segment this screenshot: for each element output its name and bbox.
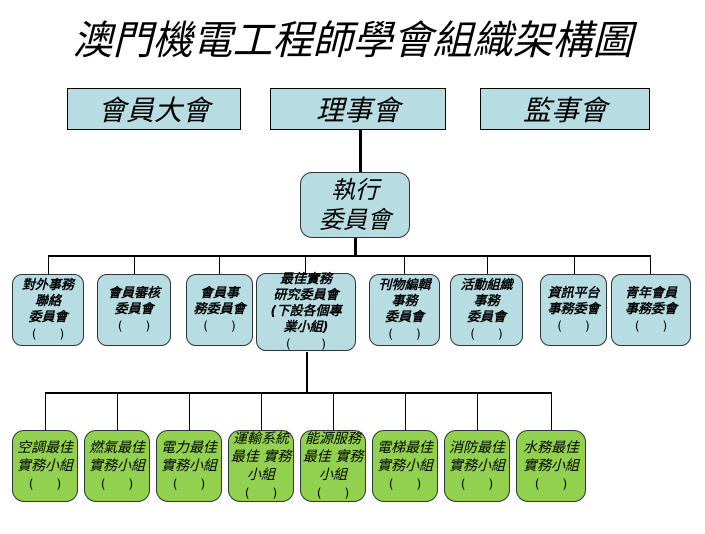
committee-label-line: 聯絡 (34, 294, 61, 309)
drop-line (487, 255, 488, 275)
group-hvac: 空調最佳 實務小組 ( ) (12, 430, 78, 502)
exec-line-1: 執行 (331, 176, 379, 204)
committee-label-line: 事務 (391, 294, 418, 309)
committee-label-line: 事務委會 (624, 302, 677, 317)
member-count-placeholder: ( ) (470, 327, 503, 341)
member-count-placeholder: ( ) (203, 319, 236, 333)
committee-label-line: 會員事 (199, 286, 239, 301)
committee-label-line: (下設各個專 (270, 304, 342, 319)
member-count-placeholder: ( ) (244, 486, 278, 500)
drop-line (45, 392, 46, 430)
group-fire-protection: 消防最佳 實務小組 ( ) (444, 430, 510, 502)
drop-line (477, 392, 478, 430)
committee-activities: 活動組織 事務 委員會 ( ) (450, 274, 523, 346)
drop-line (405, 392, 406, 430)
committee-label-line: 業小組) (283, 320, 329, 335)
group-gas: 燃氣最佳 實務小組 ( ) (84, 430, 150, 502)
group-label-line: 實務小組 (89, 458, 145, 474)
group-electrical: 電力最佳 實務小組 ( ) (156, 430, 222, 502)
committee-label-line: 委員會 (466, 310, 506, 325)
drop-line (134, 255, 135, 275)
member-count-placeholder: ( ) (117, 319, 151, 333)
group-label-line: 空調最佳 (17, 440, 73, 456)
connector-board-exec (359, 130, 362, 172)
member-count-placeholder: ( ) (388, 327, 421, 341)
committee-bus (48, 255, 651, 257)
general-assembly-box: 會員大會 (67, 88, 241, 130)
member-count-placeholder: ( ) (460, 477, 494, 491)
member-count-placeholder: ( ) (172, 477, 206, 491)
member-count-placeholder: ( ) (28, 477, 62, 491)
member-count-placeholder: ( ) (100, 477, 134, 491)
group-label-line: 實務小組 (161, 458, 217, 474)
group-label-line: 燃氣最佳 (89, 440, 145, 456)
committee-best-practice: 最佳實務 研究委員會 (下設各個專 業小組) ( ) (256, 272, 356, 351)
member-count-placeholder: ( ) (286, 337, 326, 351)
committee-label-line: 活動組織 (460, 278, 513, 293)
committee-label-line: 會員審核 (107, 286, 160, 301)
supervisory-board-box: 監事會 (480, 88, 650, 130)
group-label-line: 電力最佳 (161, 440, 217, 456)
group-label-line: 最佳 實務 (302, 449, 364, 465)
committee-label-line: 青年會員 (624, 286, 677, 301)
committee-label-line: 委員會 (114, 302, 154, 317)
committee-label-line: 最佳實務 (279, 272, 332, 287)
connector-exec-bus (354, 238, 357, 256)
drop-line (333, 392, 334, 430)
committee-label-line: 刊物編輯 (378, 278, 431, 293)
drop-line (189, 392, 190, 430)
group-bus (45, 392, 552, 394)
committee-info-platform: 資訊平台 事務委會 ( ) (540, 274, 607, 346)
committee-external-affairs: 對外事務 聯絡 委員會 ( ) (12, 274, 84, 346)
member-count-placeholder: ( ) (557, 319, 590, 333)
drop-line (261, 392, 262, 430)
committee-publication: 刊物編輯 事務 委員會 ( ) (369, 274, 440, 346)
chart-title: 澳門機電工程師學會組織架構圖 (72, 18, 633, 64)
group-water: 水務最佳 實務小組 ( ) (516, 430, 586, 502)
group-label-line: 實務小組 (449, 458, 505, 474)
exec-line-2: 委員會 (319, 206, 391, 234)
group-energy-services: 能源服務 最佳 實務 小組 ( ) (300, 430, 366, 502)
member-count-placeholder: ( ) (316, 486, 350, 500)
group-label-line: 能源服務 (305, 431, 361, 447)
group-label-line: 實務小組 (17, 458, 73, 474)
member-count-placeholder: ( ) (31, 327, 65, 341)
committee-label-line: 對外事務 (21, 278, 74, 293)
connector-bp-bus (306, 352, 308, 393)
committee-label-line: 資訊平台 (547, 286, 600, 301)
committee-membership-review: 會員審核 委員會 ( ) (97, 274, 171, 346)
drop-line (48, 255, 49, 275)
drop-line (117, 392, 118, 430)
committee-young-members: 青年會員 事務委會 ( ) (611, 274, 691, 346)
group-label-line: 消防最佳 (449, 440, 505, 456)
group-label-line: 小組 (247, 467, 275, 483)
group-label-line: 最佳 實務 (230, 449, 292, 465)
drop-line (551, 392, 552, 430)
group-elevator: 電梯最佳 實務小組 ( ) (372, 430, 438, 502)
committee-label-line: 委員會 (384, 310, 424, 325)
member-count-placeholder: ( ) (634, 319, 668, 333)
group-label-line: 小組 (319, 467, 347, 483)
group-label-line: 電梯最佳 (377, 440, 433, 456)
drop-line (650, 255, 651, 275)
executive-committee-box: 執行 委員會 (300, 172, 410, 238)
drop-line (404, 255, 405, 275)
group-label-line: 水務最佳 (523, 440, 579, 456)
member-count-placeholder: ( ) (388, 477, 422, 491)
committee-member-affairs: 會員事 務委員會 ( ) (186, 274, 253, 346)
committee-label-line: 務委員會 (193, 302, 246, 317)
group-label-line: 實務小組 (523, 458, 579, 474)
group-label-line: 實務小組 (377, 458, 433, 474)
committee-label-line: 事務 (473, 294, 500, 309)
drop-line (219, 255, 220, 275)
committee-label-line: 委員會 (28, 310, 68, 325)
committee-label-line: 研究委員會 (273, 288, 339, 303)
drop-line (574, 255, 575, 275)
board-of-directors-box: 理事會 (270, 88, 446, 130)
committee-label-line: 事務委會 (547, 302, 600, 317)
group-label-line: 運輸系統 (233, 431, 289, 447)
drop-line (305, 255, 306, 275)
member-count-placeholder: ( ) (534, 477, 568, 491)
group-transport: 運輸系統 最佳 實務 小組 ( ) (228, 430, 294, 502)
